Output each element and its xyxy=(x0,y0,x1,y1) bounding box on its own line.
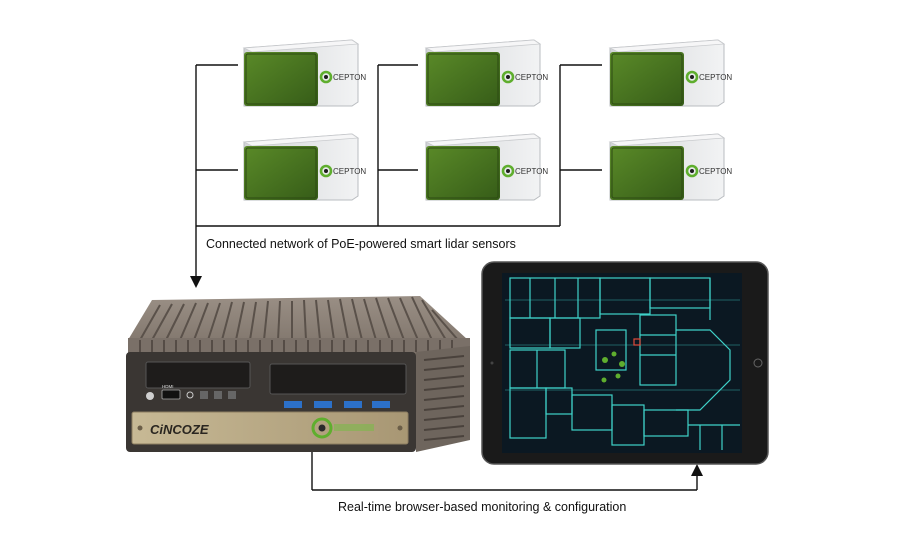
sensor-brand-label: CEPTON xyxy=(699,73,732,82)
hdmi-port-icon xyxy=(161,389,181,400)
power-button-icon xyxy=(146,392,154,400)
arrow-to-tablet xyxy=(691,464,703,476)
arrow-to-computer xyxy=(190,276,202,288)
sensor-brand-label: CEPTON xyxy=(515,73,548,82)
usb-port-icon xyxy=(372,401,390,408)
lidar-sensor: CEPTON xyxy=(608,38,732,108)
floorplan-map xyxy=(505,277,740,450)
sensor-brand-label: CEPTON xyxy=(515,167,548,176)
network-lines xyxy=(195,64,698,491)
lidar-sensor: CEPTON xyxy=(424,38,548,108)
sensor-marker-icon xyxy=(633,338,641,346)
sensor-brand-label: CEPTON xyxy=(333,73,366,82)
hdmi-label: HDMI xyxy=(162,384,174,389)
sensor-network-caption: Connected network of PoE-powered smart l… xyxy=(206,237,516,251)
usb-port-icon xyxy=(284,401,302,408)
home-button-icon xyxy=(753,358,763,368)
lidar-sensor: CEPTON xyxy=(242,132,366,202)
monitoring-caption: Real-time browser-based monitoring & con… xyxy=(338,500,627,514)
usb-port-icon xyxy=(314,401,332,408)
sensor-brand-label: CEPTON xyxy=(333,167,366,176)
lidar-sensor: CEPTON xyxy=(608,132,732,202)
sensor-brand-label: CEPTON xyxy=(699,167,732,176)
lidar-sensor: CEPTON xyxy=(424,132,548,202)
tablet xyxy=(481,261,769,465)
lidar-sensor: CEPTON xyxy=(242,38,366,108)
usb-port-icon xyxy=(344,401,362,408)
edge-computer: HDMI CiNCOZE xyxy=(126,296,470,452)
tracked-objects xyxy=(601,351,625,383)
cepton-logo-icon xyxy=(311,417,333,439)
cincoze-logo: CiNCOZE xyxy=(150,422,209,437)
